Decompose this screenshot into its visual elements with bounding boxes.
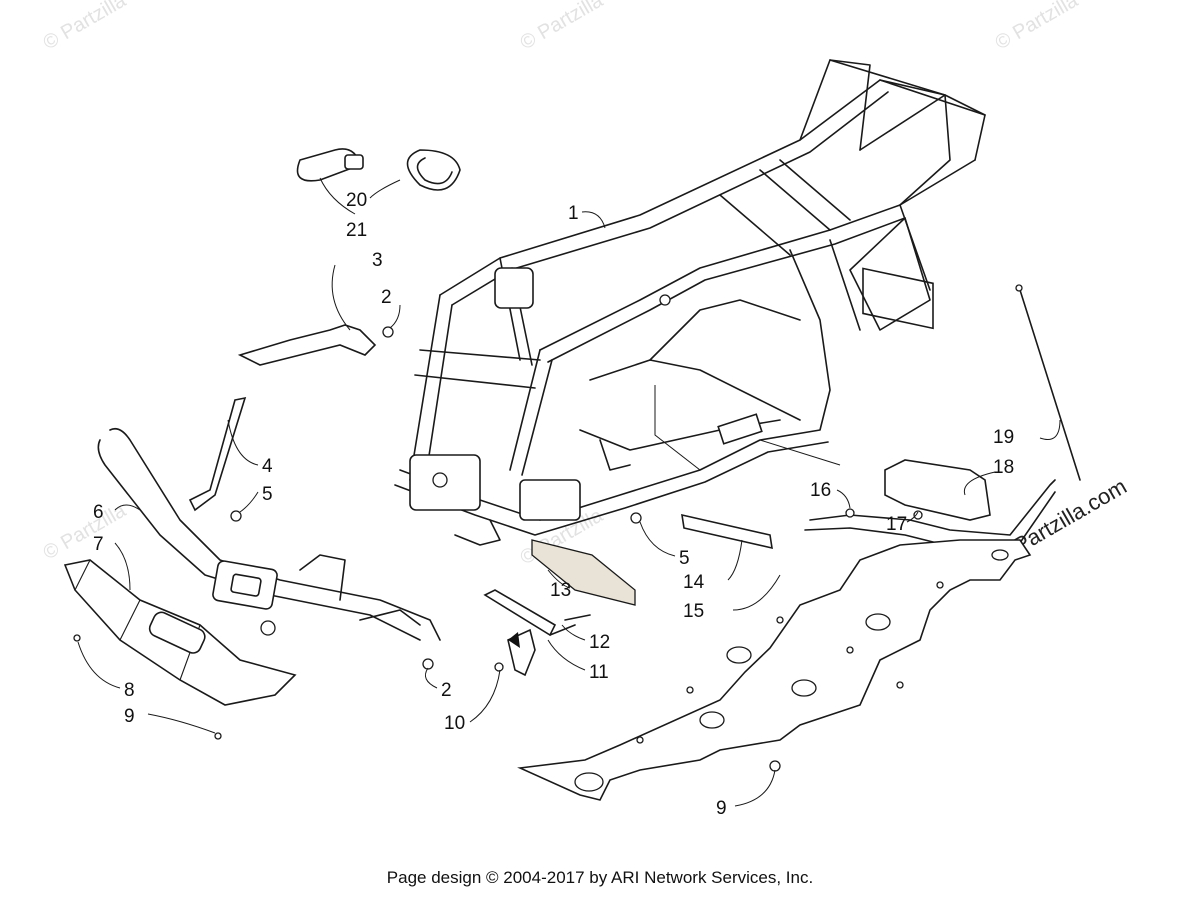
bolt-icon <box>382 326 394 338</box>
callout-1: 1 <box>568 203 579 224</box>
callout-2-top: 2 <box>381 287 392 308</box>
leader-lines <box>77 177 1061 807</box>
front-bumper <box>97 427 441 641</box>
callout-9-bottom: 9 <box>716 798 727 819</box>
callout-8: 8 <box>124 680 135 701</box>
callout-15: 15 <box>683 601 704 622</box>
callout-13: 13 <box>550 580 571 601</box>
screw-icon <box>214 732 222 740</box>
screw-icon <box>73 634 81 642</box>
foam-block <box>531 539 636 606</box>
nut-icon <box>494 662 504 672</box>
callout-18: 18 <box>993 457 1014 478</box>
bolt-icon <box>422 658 434 670</box>
rear-crossmember <box>804 459 1056 551</box>
callout-5-left: 5 <box>262 484 273 505</box>
front-skid-plate <box>63 559 297 706</box>
watermark-top-left: © Partzilla <box>40 0 131 54</box>
callout-labels: 1 2 2 3 4 5 5 6 7 8 9 9 10 11 12 13 14 1… <box>93 190 1014 819</box>
callout-17: 17 <box>886 514 907 535</box>
watermark-top-right: © Partzilla <box>992 0 1083 54</box>
bolt-icon <box>230 510 242 522</box>
bolt-icon <box>630 512 642 524</box>
callout-9-left: 9 <box>124 706 135 727</box>
strap-and-clamp <box>296 148 461 191</box>
front-bracket <box>237 324 377 366</box>
callout-19: 19 <box>993 427 1014 448</box>
callout-16: 16 <box>810 480 831 501</box>
callout-20: 20 <box>346 190 367 211</box>
watermark-top-center: © Partzilla <box>517 0 608 54</box>
cable-rod <box>1019 289 1081 481</box>
callout-3: 3 <box>372 250 383 271</box>
mount-bracket <box>483 589 591 677</box>
callout-5-right: 5 <box>679 548 690 569</box>
main-frame <box>394 59 986 546</box>
bumper-support <box>188 396 247 512</box>
callout-11: 11 <box>589 662 609 683</box>
callout-10: 10 <box>444 713 465 734</box>
callout-7: 7 <box>93 534 104 555</box>
callout-6: 6 <box>93 502 104 523</box>
callout-4: 4 <box>262 456 273 477</box>
foam-pad <box>681 513 773 550</box>
screw-icon <box>769 760 781 772</box>
callout-21: 21 <box>346 220 367 241</box>
callout-2-bottom: 2 <box>441 680 452 701</box>
rod-end-icon <box>1015 284 1023 292</box>
footer-copyright: Page design © 2004-2017 by ARI Network S… <box>386 868 814 887</box>
main-skid-plate <box>517 539 1032 801</box>
callout-12: 12 <box>589 632 610 653</box>
callout-14: 14 <box>683 572 705 593</box>
